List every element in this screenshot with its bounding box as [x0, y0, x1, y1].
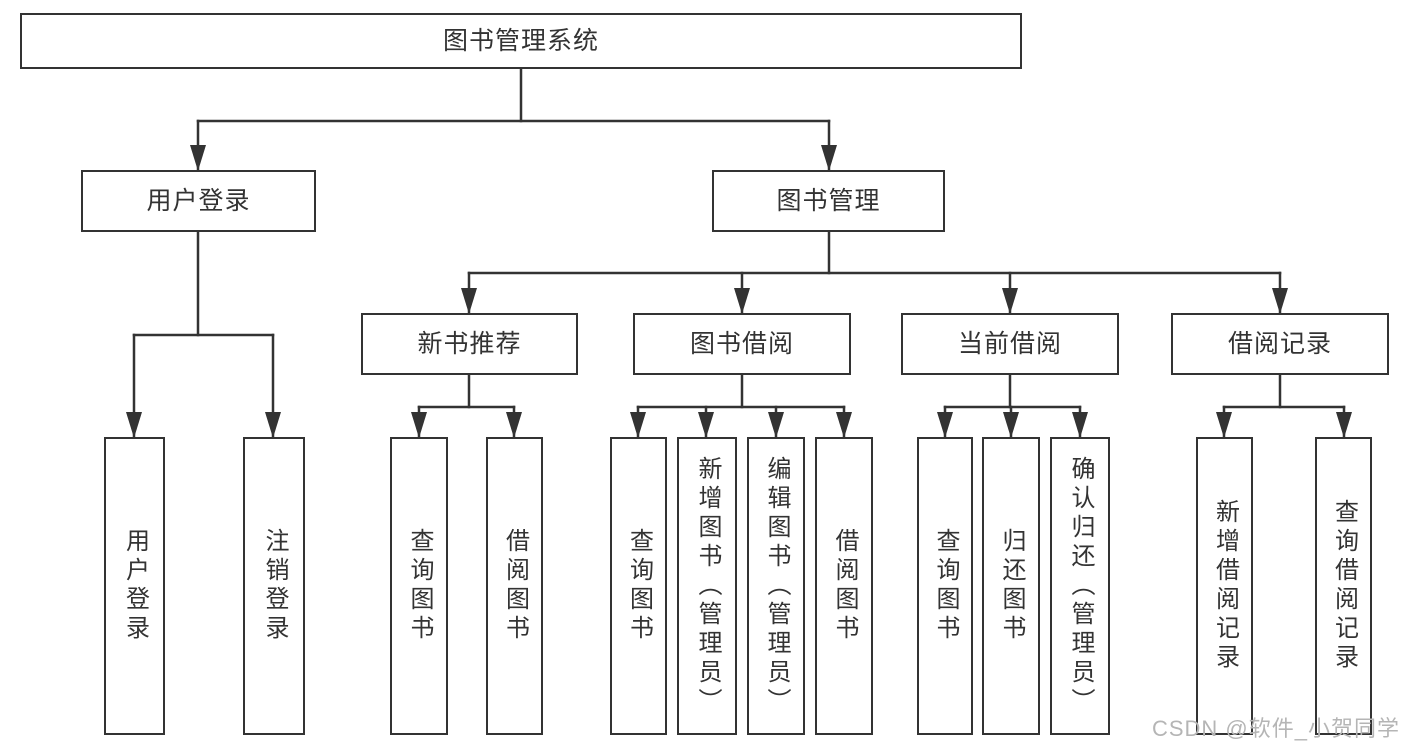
node-br-query-record: 查询借阅记录 [1315, 437, 1372, 735]
node-cb-return-book: 归还图书 [982, 437, 1040, 735]
node-user-login-label: 用户登录 [146, 186, 251, 215]
node-rec-borrow-book: 借阅图书 [486, 437, 543, 735]
node-book-borrow: 图书借阅 [633, 313, 851, 375]
node-br-add-record: 新增借阅记录 [1196, 437, 1253, 735]
node-cb-confirm-return-admin: 确认归还（管理员） [1050, 437, 1110, 735]
node-current-borrow: 当前借阅 [901, 313, 1119, 375]
node-leaf-user-login: 用户登录 [104, 437, 165, 735]
node-bb-query-book: 查询图书 [610, 437, 667, 735]
node-borrow-records-label: 借阅记录 [1227, 329, 1332, 358]
node-root-label: 图书管理系统 [442, 26, 599, 55]
node-cb-query-book-label: 查询图书 [932, 528, 959, 644]
node-new-book-recommend-label: 新书推荐 [417, 329, 522, 358]
node-br-add-record-label: 新增借阅记录 [1211, 499, 1239, 673]
node-leaf-user-login-label: 用户登录 [121, 528, 149, 644]
node-bb-add-book-admin-label: 新增图书（管理员） [694, 455, 721, 717]
node-bb-borrow-book: 借阅图书 [815, 437, 873, 735]
node-bb-add-book-admin: 新增图书（管理员） [677, 437, 737, 735]
node-new-book-recommend: 新书推荐 [361, 313, 578, 375]
node-book-management: 图书管理 [712, 170, 945, 232]
node-rec-query-book-label: 查询图书 [406, 528, 433, 644]
node-leaf-logout-label: 注销登录 [261, 528, 288, 644]
node-current-borrow-label: 当前借阅 [957, 329, 1062, 358]
node-root: 图书管理系统 [20, 13, 1022, 69]
node-rec-borrow-book-label: 借阅图书 [501, 528, 529, 644]
node-bb-edit-book-admin-label: 编辑图书（管理员） [763, 455, 790, 717]
node-cb-return-book-label: 归还图书 [998, 528, 1025, 644]
node-user-login: 用户登录 [81, 170, 316, 232]
node-book-borrow-label: 图书借阅 [689, 329, 794, 358]
node-cb-query-book: 查询图书 [917, 437, 973, 735]
node-leaf-logout: 注销登录 [243, 437, 305, 735]
node-bb-borrow-book-label: 借阅图书 [831, 528, 858, 644]
node-br-query-record-label: 查询借阅记录 [1330, 499, 1358, 673]
node-bb-edit-book-admin: 编辑图书（管理员） [747, 437, 805, 735]
node-cb-confirm-return-admin-label: 确认归还（管理员） [1067, 455, 1094, 717]
node-borrow-records: 借阅记录 [1171, 313, 1389, 375]
node-book-management-label: 图书管理 [776, 186, 881, 215]
node-rec-query-book: 查询图书 [390, 437, 448, 735]
node-bb-query-book-label: 查询图书 [625, 528, 653, 644]
